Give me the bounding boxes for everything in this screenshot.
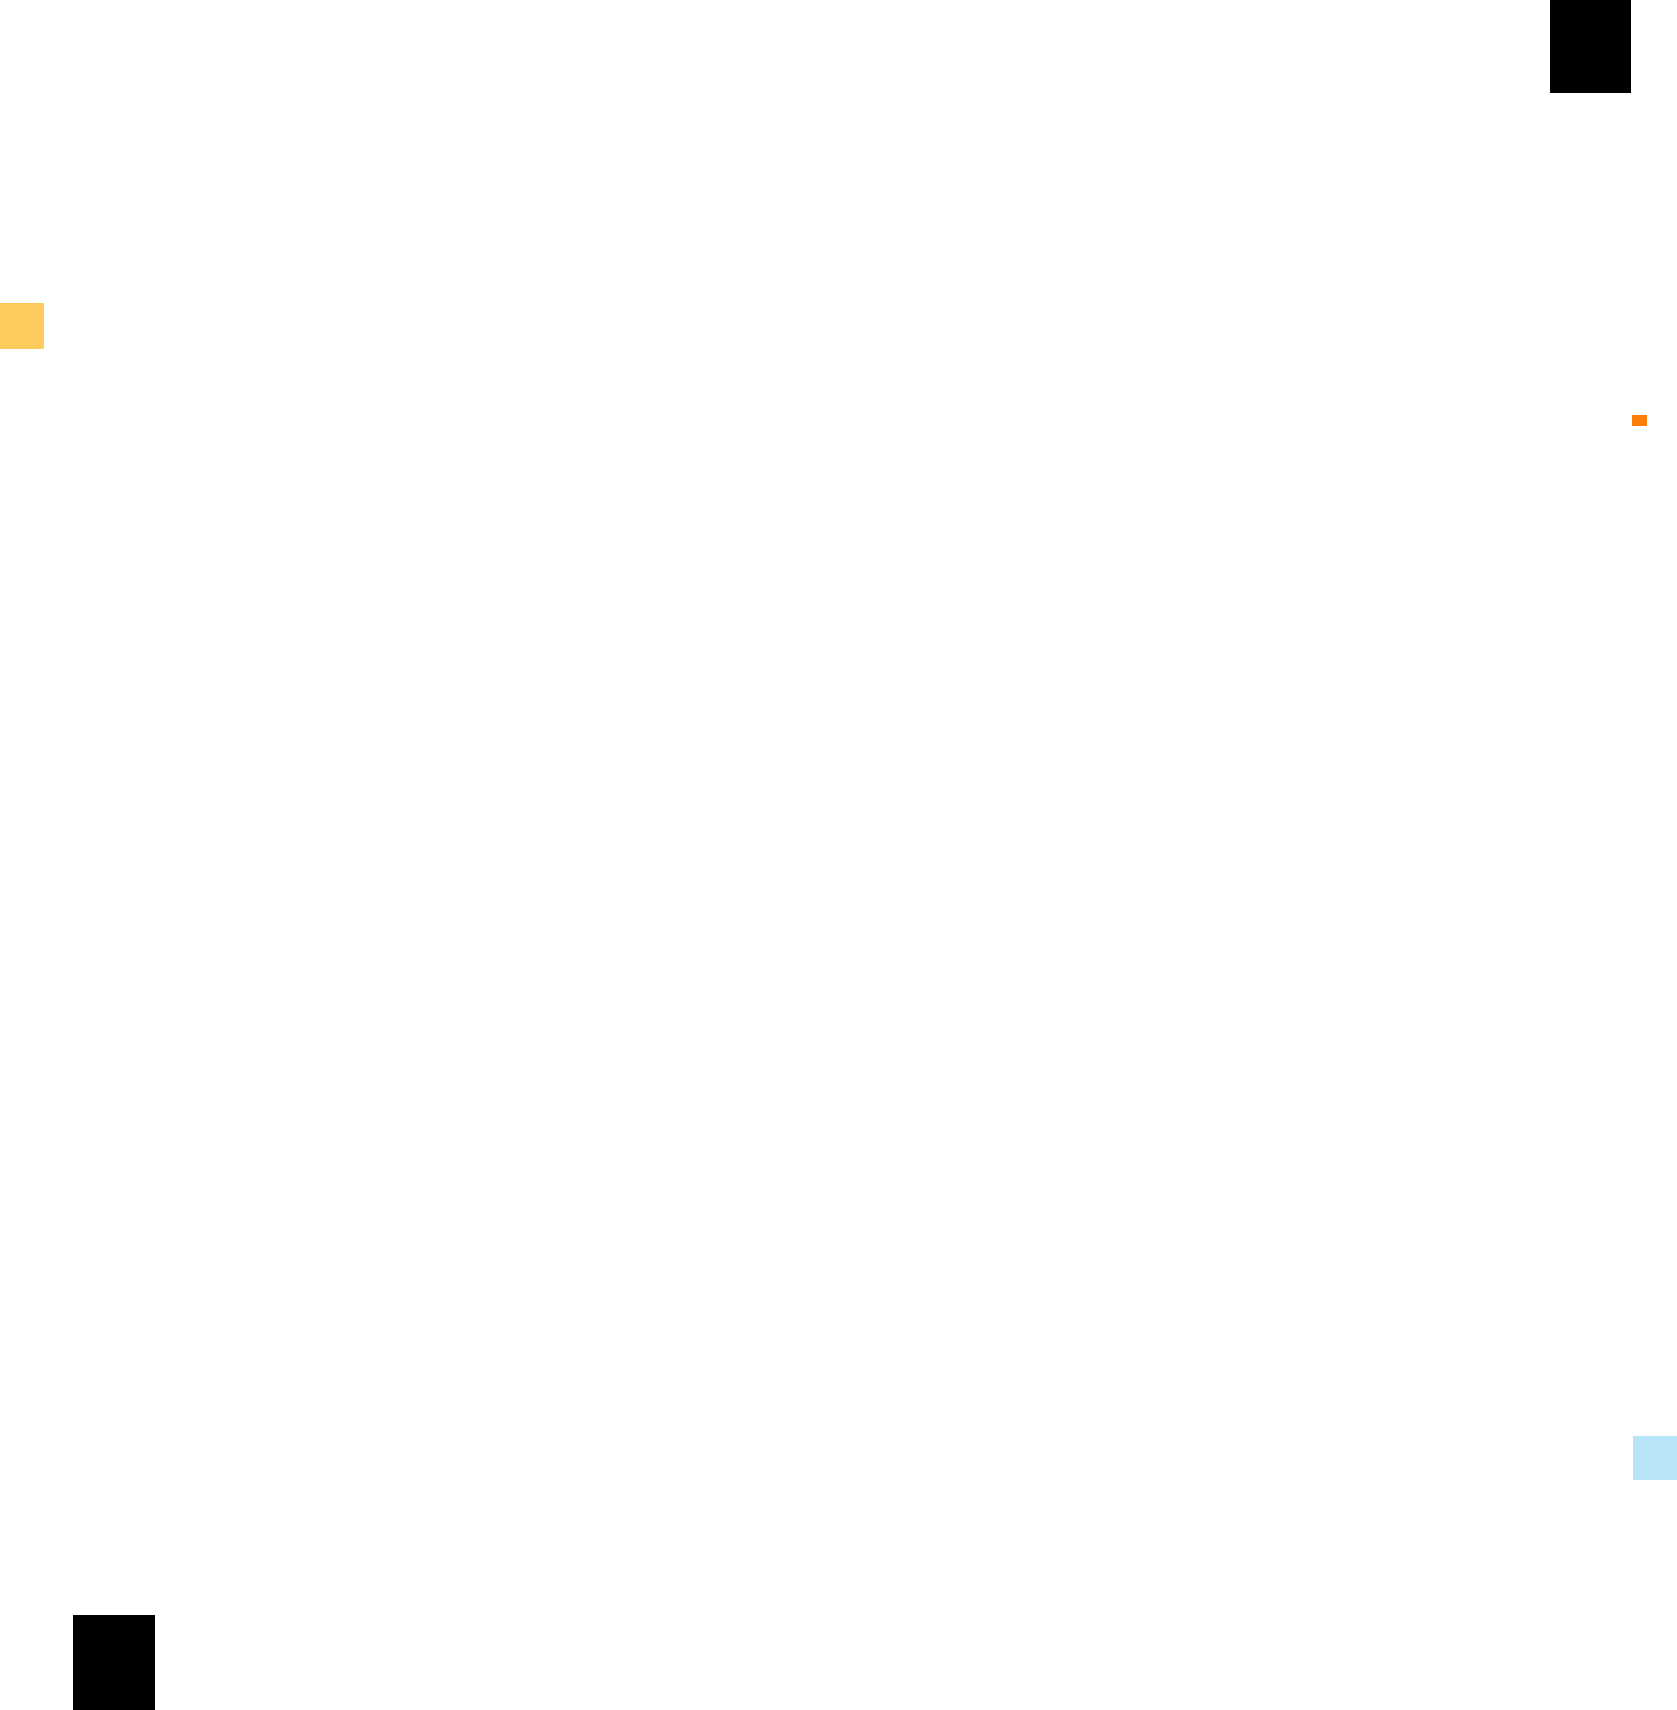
yellow-square-left[interactable] xyxy=(0,303,44,349)
orange-square-right[interactable] xyxy=(1632,415,1647,426)
black-rectangle-bottom-left[interactable] xyxy=(73,1615,155,1710)
black-rectangle-top-right[interactable] xyxy=(1550,0,1631,93)
light-blue-square-right[interactable] xyxy=(1633,1436,1677,1480)
